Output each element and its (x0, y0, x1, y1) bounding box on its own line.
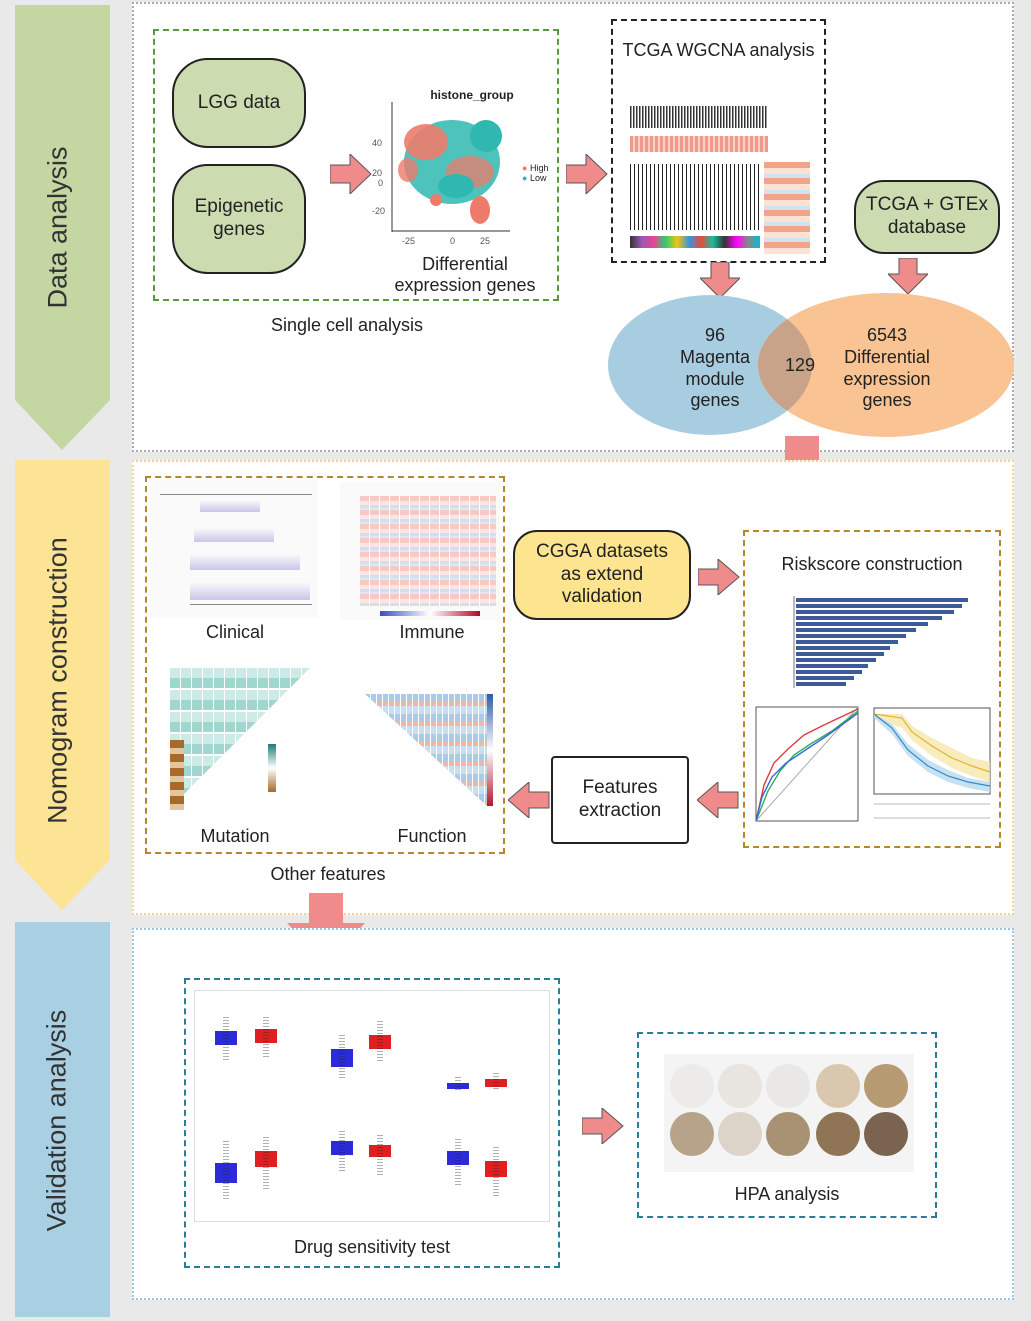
umap-y-tick: 40 (372, 138, 383, 148)
stage-label-validation: Validation analysis (41, 1009, 72, 1232)
drug-boxplots (215, 1017, 507, 1201)
immune-label: Immune (399, 622, 465, 642)
venn-left-label: Magenta module genes (679, 347, 751, 411)
hpa-caption: HPA analysis (734, 1184, 840, 1204)
drug-sensitivity-caption: Drug sensitivity test (293, 1237, 451, 1257)
umap-legend: ● High ● Low (522, 163, 549, 183)
umap-plot: histone_group 40 20 0 -20 ● High ● Low -… (372, 88, 558, 263)
riskscore-bar-chart (793, 596, 968, 688)
stage-label-nomogram: Nomogram construction (42, 537, 73, 824)
arrow-right-cgga (698, 559, 740, 595)
venn-right-count: 6543 (866, 325, 908, 345)
arrow-left-features (508, 782, 550, 818)
wgcna-dendrogram (630, 160, 760, 250)
drug-sensitivity-panels (194, 990, 550, 1222)
other-features-caption: Other features (270, 864, 386, 884)
wgcna-title: TCGA WGCNA analysis (622, 40, 815, 60)
clinical-nomogram-plot (150, 480, 318, 618)
arrow-right-1 (330, 154, 372, 194)
features-extraction-box: Features extraction (551, 756, 689, 844)
arrow-right-hpa (582, 1108, 624, 1144)
umap-y-tick: -20 (372, 206, 386, 216)
venn-right-label: Differential expression genes (843, 347, 931, 411)
mutation-label: Mutation (200, 826, 270, 846)
stage-label-data-analysis: Data analysis (42, 146, 73, 309)
hpa-tissue-images (664, 1054, 914, 1172)
arrow-right-2 (566, 154, 608, 194)
riskscore-title: Riskscore construction (781, 554, 963, 574)
umap-x-tick: 25 (480, 236, 491, 246)
lgg-data-box: LGG data (172, 58, 306, 148)
stage-arrow-data-analysis (15, 5, 110, 450)
stage-arrow-validation (15, 922, 110, 1317)
function-correlation-plot (345, 684, 495, 814)
wgcna-heatmap (764, 162, 810, 254)
clinical-label: Clinical (205, 622, 265, 642)
umap-x-tick: -25 (402, 236, 416, 246)
venn-left-count: 96 (704, 325, 726, 345)
umap-title: histone_group (430, 88, 514, 102)
venn-diagram (608, 293, 1014, 437)
epigenetic-genes-box: Epigenetic genes (172, 164, 306, 274)
wgcna-noise-plot (630, 66, 768, 154)
venn-overlap-count: 129 (784, 355, 816, 375)
survival-curve-plot (873, 707, 991, 819)
single-cell-caption: Single cell analysis (270, 315, 424, 335)
arrow-down-wgcna (700, 262, 740, 298)
differential-expression-label: Differential expression genes (394, 254, 536, 295)
legend-high: High (529, 163, 549, 173)
umap-scatter (391, 102, 510, 232)
tcga-gtex-box: TCGA + GTEx database (854, 180, 1000, 254)
umap-y-tick: 0 (378, 178, 384, 188)
immune-heatmap-plot (340, 482, 500, 620)
arrow-down-gtex (888, 258, 928, 294)
umap-x-tick: 0 (450, 236, 456, 246)
cgga-box: CGGA datasets as extend validation (513, 530, 691, 620)
function-label: Function (397, 826, 467, 846)
arrow-left-riskscore (697, 782, 739, 818)
legend-low: Low (529, 173, 547, 183)
mutation-plot (150, 660, 322, 820)
stage-arrow-nomogram (15, 460, 110, 910)
roc-curve-plot (755, 706, 859, 822)
umap-y-tick: 20 (372, 168, 383, 178)
